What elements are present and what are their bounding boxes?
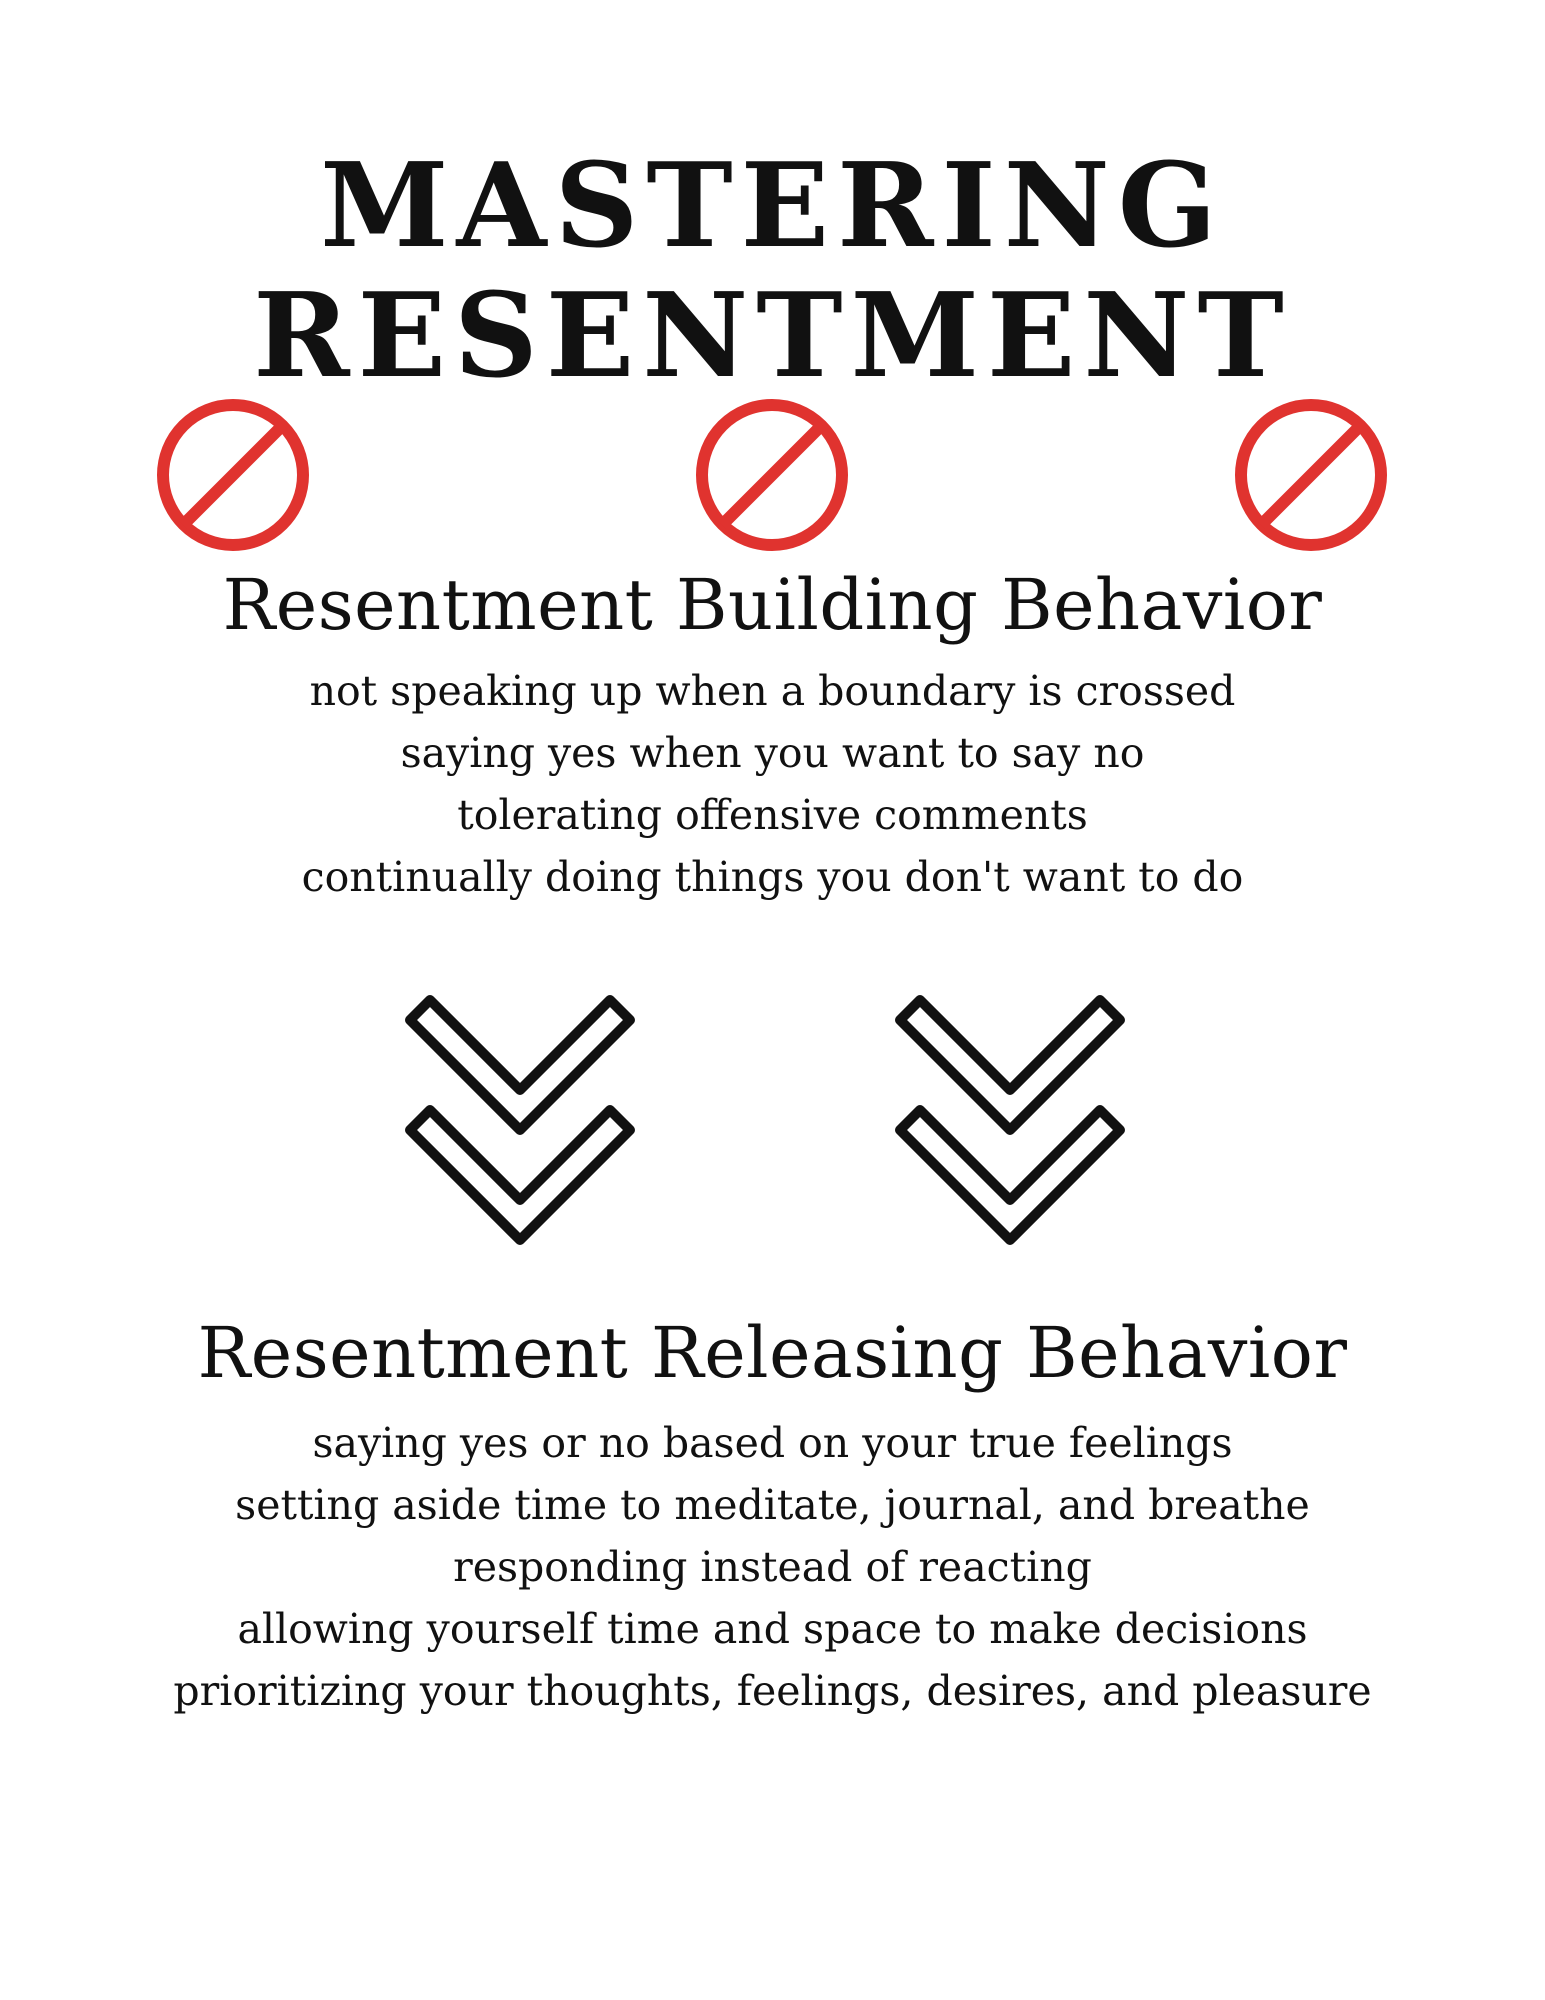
prohibited-icon (157, 399, 309, 551)
releasing-behavior-item: saying yes or no based on your true feel… (312, 1419, 1233, 1467)
building-behavior-item: not speaking up when a boundary is cross… (309, 667, 1236, 715)
prohibited-icon (1235, 399, 1387, 551)
page-title-line-1: MASTERING (320, 138, 1225, 274)
page-title-line-2: RESENTMENT (253, 268, 1292, 404)
double-chevron-down-icon (895, 995, 1125, 1245)
building-behavior-heading: Resentment Building Behavior (222, 564, 1323, 646)
releasing-behavior-list: saying yes or no based on your true feel… (0, 1412, 1545, 1722)
building-behavior-item: continually doing things you don't want … (301, 853, 1244, 901)
releasing-behavior-item: responding instead of reacting (453, 1543, 1092, 1591)
double-chevron-down-icon (405, 995, 635, 1245)
building-behavior-list: not speaking up when a boundary is cross… (0, 660, 1545, 908)
prohibited-icon (696, 399, 848, 551)
releasing-behavior-item: prioritizing your thoughts, feelings, de… (173, 1667, 1372, 1715)
building-behavior-item: saying yes when you want to say no (400, 729, 1145, 777)
building-behavior-item: tolerating offensive comments (457, 791, 1088, 839)
releasing-behavior-item: setting aside time to meditate, journal,… (235, 1481, 1310, 1529)
releasing-behavior-item: allowing yourself time and space to make… (237, 1605, 1308, 1653)
releasing-behavior-heading: Resentment Releasing Behavior (197, 1312, 1348, 1394)
